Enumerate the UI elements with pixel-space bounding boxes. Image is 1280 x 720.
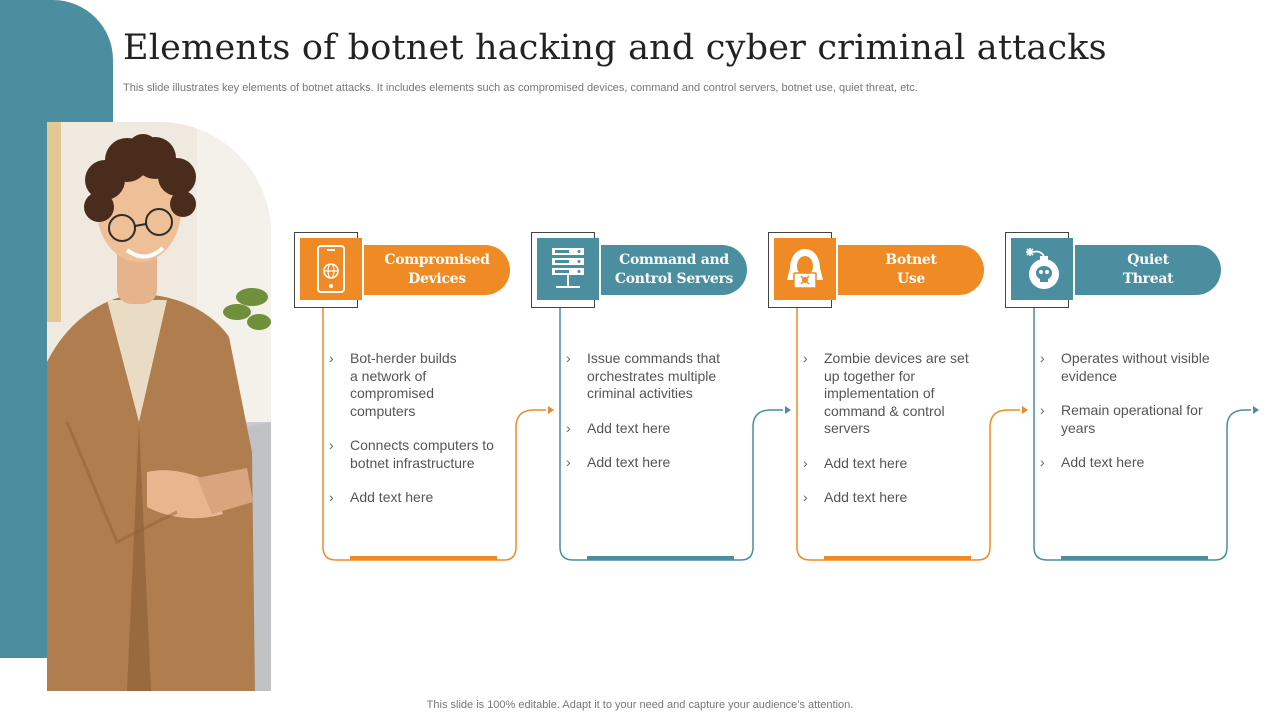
list-item: ›Add text here — [803, 489, 908, 505]
bullet-list: ›Zombie devices are set up together for … — [803, 350, 983, 524]
bullet-list: ›Bot-herder builds a network of compromi… — [329, 350, 509, 524]
bullet-list: ›Operates without visible evidence ›Rema… — [1040, 350, 1220, 489]
bullet-list: ›Issue commands that orchestrates multip… — [566, 350, 746, 489]
page-title: Elements of botnet hacking and cyber cri… — [123, 28, 1107, 68]
list-item: ›Connects computers to botnet infrastruc… — [329, 437, 494, 471]
list-item: ›Add text here — [566, 419, 671, 436]
footer-note: This slide is 100% editable. Adapt it to… — [426, 699, 854, 711]
list-item: ›Operates without visible evidence — [1040, 350, 1210, 384]
page-subtitle: This slide illustrates key elements of b… — [123, 82, 918, 94]
skull-bomb-icon — [1011, 238, 1073, 300]
connector-line — [322, 307, 554, 561]
list-item: ›Add text here — [329, 489, 434, 505]
list-item: ›Bot-herder builds a network of compromi… — [329, 350, 457, 419]
hooded-hacker-icon — [774, 238, 836, 300]
server-rack-icon — [537, 238, 599, 300]
mobile-globe-icon — [300, 238, 362, 300]
list-item: ›Add text here — [566, 454, 671, 470]
list-item: ›Zombie devices are set up together for … — [803, 350, 969, 436]
business-woman-photo — [47, 122, 271, 691]
list-item: ›Add text here — [803, 454, 908, 471]
connector-line — [1033, 307, 1259, 561]
connector-line — [796, 307, 1028, 561]
list-item: ›Add text here — [1040, 454, 1145, 470]
list-item: ›Issue commands that orchestrates multip… — [566, 350, 721, 401]
connector-line — [559, 307, 791, 561]
list-item: ›Remain operational for years — [1040, 402, 1203, 436]
